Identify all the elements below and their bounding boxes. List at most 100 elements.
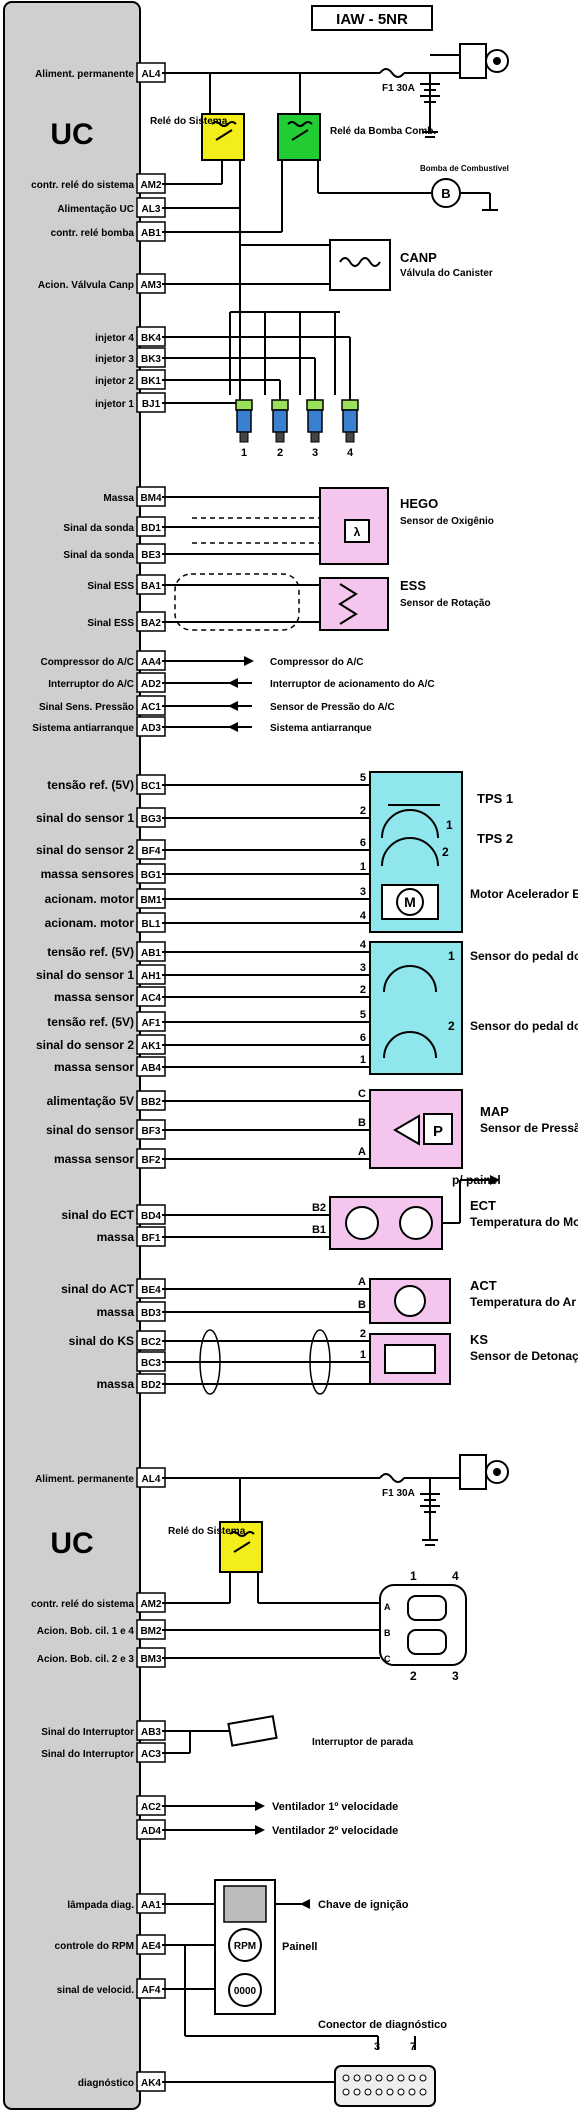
ignition-coil-icon xyxy=(379,1584,467,1666)
mid-pin-code: BD3 xyxy=(141,1308,161,1319)
ks-desc: Sensor de Detonação xyxy=(470,1349,578,1363)
mid-section-wires xyxy=(162,784,370,1385)
ecu-body xyxy=(3,1,141,2110)
ess-title: ESS xyxy=(400,578,426,593)
top-section xyxy=(162,54,490,623)
injector-body xyxy=(236,409,252,433)
injector-nozzle xyxy=(310,431,320,443)
mid-pin-code: BC2 xyxy=(141,1337,161,1348)
ect-desc: Temperatura do Motor xyxy=(470,1215,578,1229)
relay-system-label-bottom: Relé do Sistema xyxy=(168,1526,246,1537)
diag-pin-dot xyxy=(386,2074,394,2082)
fuse-label-top: F1 30A xyxy=(382,83,415,94)
mid-pin-label: massa sensor xyxy=(54,1152,134,1166)
mid-pin-label: sinal do KS xyxy=(69,1334,134,1348)
bottom-pin-label: Sinal do Interruptor xyxy=(41,1749,134,1760)
brake-switch-icon xyxy=(227,1715,278,1747)
top-pin-label: Alimentação UC xyxy=(57,204,134,215)
diag-pin-dot xyxy=(397,2074,405,2082)
injector-nozzle xyxy=(239,431,249,443)
uc-label-top: UC xyxy=(50,118,93,151)
top-pin-label: Compressor do A/C xyxy=(40,657,134,668)
ignition-label: Chave de ignição xyxy=(318,1899,409,1911)
pin-number: 3 xyxy=(360,886,366,898)
map-pin-letters: CBA xyxy=(358,1088,366,1158)
mid-pin-code: AF1 xyxy=(142,1018,161,1029)
coil-number: 4 xyxy=(452,1569,459,1583)
mid-pin-label: sinal do ACT xyxy=(61,1282,135,1296)
top-pin-label: Acion. Válvula Canp xyxy=(38,280,134,291)
motor-label: Motor Acelerador Elétrico xyxy=(470,887,578,901)
mid-pin-code: AB1 xyxy=(141,948,161,959)
diagram-title: IAW - 5NR xyxy=(336,11,408,28)
injector-top xyxy=(306,399,324,411)
top-pin-code: AD2 xyxy=(141,679,161,690)
system-relay-icon xyxy=(201,113,245,161)
top-pin-code: BJ1 xyxy=(142,399,161,410)
top-pin-label: Sinal ESS xyxy=(87,618,134,629)
map-letter: P xyxy=(433,1123,443,1140)
coil-pin: C xyxy=(384,1654,391,1664)
bottom-pin-label: controle do RPM xyxy=(55,1941,134,1952)
top-pin-code: BA2 xyxy=(141,618,161,629)
diagnostic-connector-icon xyxy=(334,2065,436,2107)
injector-number: 3 xyxy=(312,447,318,459)
pin-number: 4 xyxy=(360,939,367,951)
svg-text:λ: λ xyxy=(354,525,361,539)
bottom-pin-label: contr. relé do sistema xyxy=(31,1599,134,1610)
act-pin-labels: AB xyxy=(358,1276,366,1311)
pin-number: 1 xyxy=(360,861,366,873)
fuel-pump-icon xyxy=(431,178,461,208)
mid-pin-code: BF1 xyxy=(142,1233,161,1244)
injector-number: 1 xyxy=(241,447,247,459)
ess-sensor-icon xyxy=(319,577,389,631)
top-pin-code: BD1 xyxy=(141,523,161,534)
mid-pin-label: acionam. motor xyxy=(45,892,135,906)
bottom-pin-code: AB3 xyxy=(141,1727,161,1738)
injector-body xyxy=(272,409,288,433)
mid-pin-label: massa sensor xyxy=(54,1060,134,1074)
arrow-label: Interruptor de acionamento do A/C xyxy=(270,679,435,690)
top-pin-code: AL3 xyxy=(142,204,161,215)
panel-label: Painell xyxy=(282,1941,317,1953)
diag-pin-dot xyxy=(386,2088,394,2096)
diag-pin-7: 7 xyxy=(410,2041,416,2053)
diag-pin-dot xyxy=(353,2088,361,2096)
mid-pin-label: sinal do sensor xyxy=(46,1123,134,1137)
pin-number: 2 xyxy=(360,805,366,817)
act-title: ACT xyxy=(470,1278,497,1293)
top-pin-label: Sinal da sonda xyxy=(63,523,134,534)
pin-number: 1 xyxy=(360,1349,366,1361)
mid-pin-code: BF3 xyxy=(142,1126,161,1137)
mid-pin-label: massa xyxy=(97,1305,135,1319)
ect-title: ECT xyxy=(470,1198,496,1213)
top-pin-label: Aliment. permanente xyxy=(35,69,134,80)
pin-number: C xyxy=(358,1088,366,1100)
top-pin-code: AC1 xyxy=(141,702,161,713)
ect-panel: p/ painel xyxy=(452,1173,501,1187)
top-pin-code: BK3 xyxy=(141,354,161,365)
arrow-head xyxy=(228,722,238,732)
mid-pin-code: BD2 xyxy=(141,1380,161,1391)
top-pin-code: BM4 xyxy=(140,493,162,504)
mid-pin-code: BC1 xyxy=(141,781,161,792)
injector-number: 2 xyxy=(277,447,283,459)
pin-number: 5 xyxy=(360,772,366,784)
speed-gauge: 0000 xyxy=(234,1986,257,1997)
rpm-gauge: RPM xyxy=(234,1941,256,1952)
pin-number: B xyxy=(358,1299,366,1311)
bottom-pin-label: sinal de velocid. xyxy=(57,1985,134,1996)
shield-lines xyxy=(174,517,320,631)
coil-number: 2 xyxy=(410,1669,417,1683)
top-pin-code: BE3 xyxy=(141,550,161,561)
ks-title: KS xyxy=(470,1332,488,1347)
pin-number: B2 xyxy=(312,1202,326,1214)
mid-pin-label: massa sensores xyxy=(41,867,135,881)
diag-pin-dot xyxy=(419,2074,427,2082)
fuse-label-bottom: F1 30A xyxy=(382,1488,415,1499)
bottom-pin-label: Aliment. permanente xyxy=(35,1474,134,1485)
hego-title: HEGO xyxy=(400,496,438,511)
act-desc: Temperatura do Ar xyxy=(470,1295,576,1309)
